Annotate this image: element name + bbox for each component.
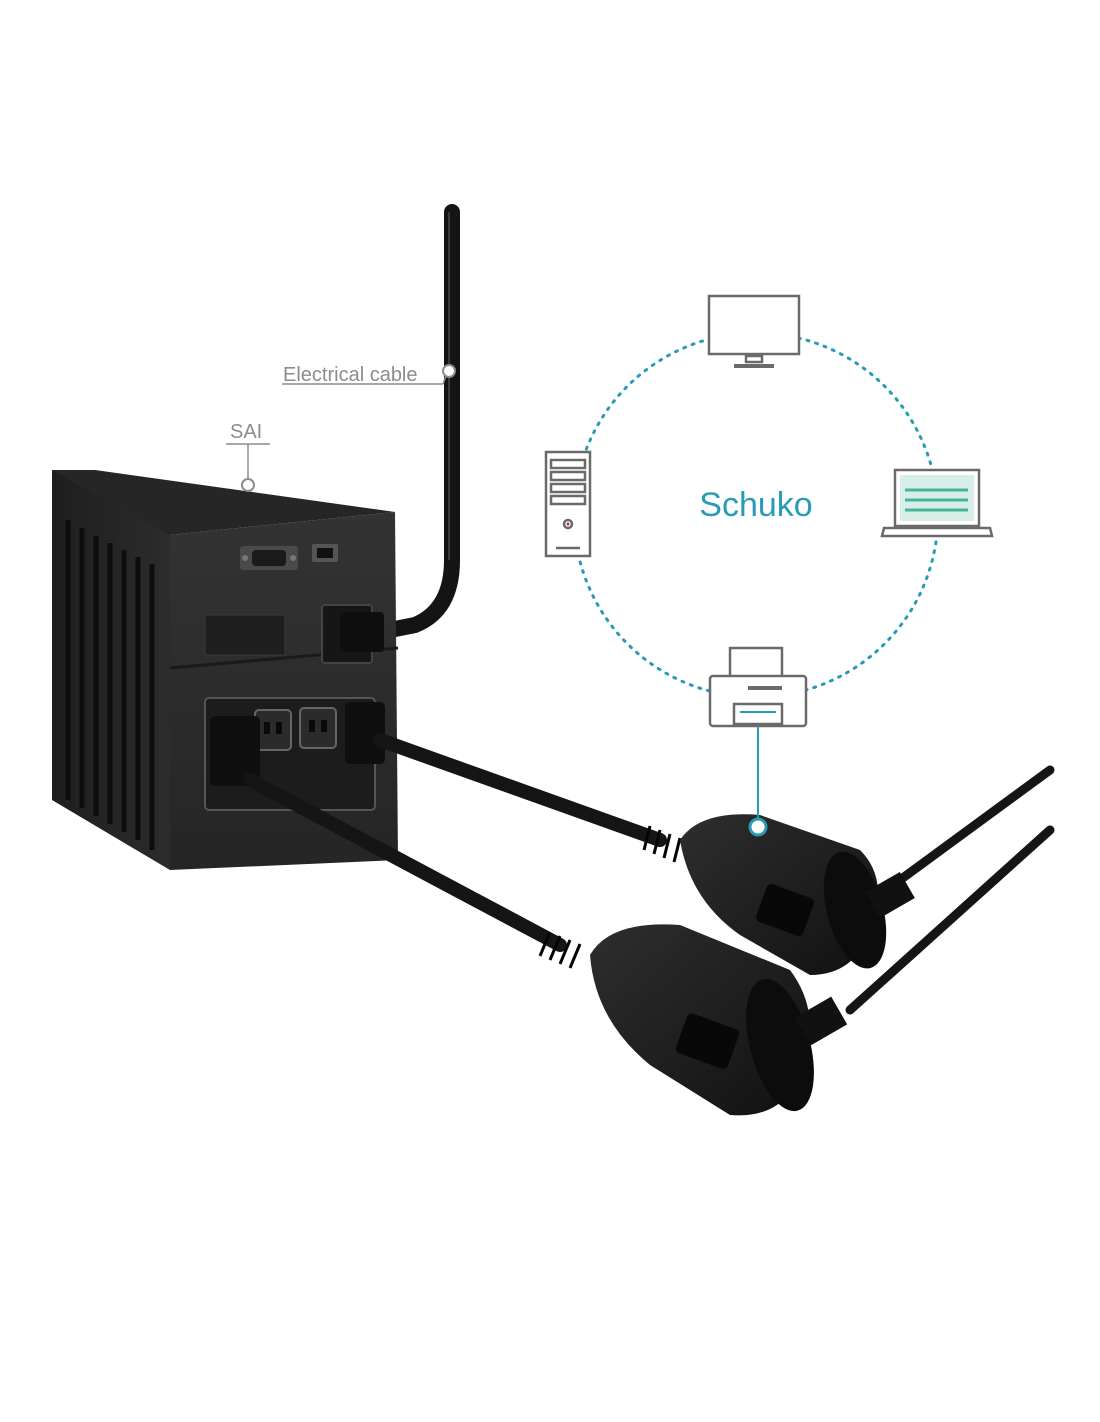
usb-port (312, 544, 338, 562)
sai-callout: SAI (226, 421, 270, 492)
schuko-callout-line (748, 726, 768, 837)
serial-port (240, 546, 298, 570)
monitor-icon (707, 294, 801, 368)
ups-label-plate (204, 614, 286, 656)
output-plug-right (345, 702, 385, 764)
desktop-tower-icon (544, 450, 592, 558)
sai-label: SAI (230, 421, 262, 443)
schuko-connector-lower (590, 924, 848, 1116)
ups-unit (52, 470, 399, 870)
schuko-connector-upper (680, 814, 915, 975)
output-cables (243, 733, 1055, 1015)
laptop-icon (880, 468, 994, 538)
electrical-cable (372, 204, 460, 640)
schuko-label: Schuko (699, 486, 812, 524)
electrical-cable-callout: Electrical cable (282, 364, 456, 386)
input-plug (340, 612, 384, 652)
electrical-cable-label: Electrical cable (283, 364, 418, 386)
output-plug-left (210, 716, 260, 786)
printer-icon (708, 646, 808, 728)
ups-vents (65, 520, 155, 850)
